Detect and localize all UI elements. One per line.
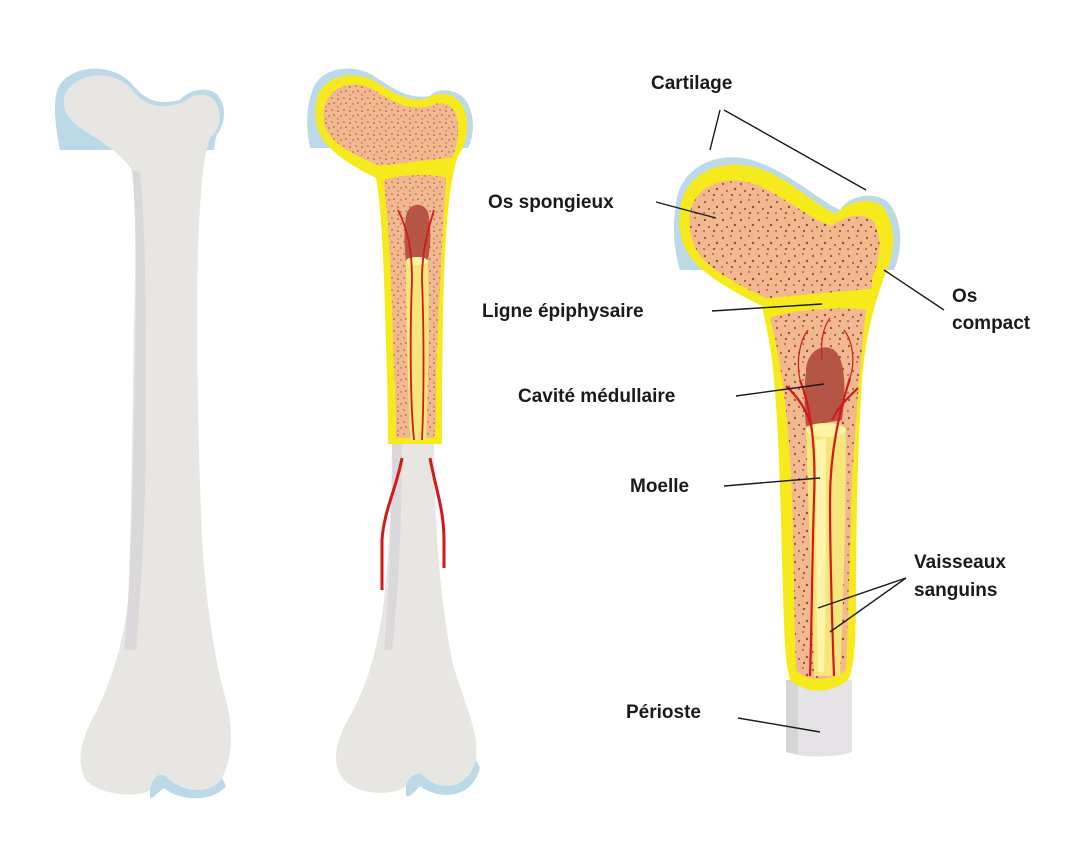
femur-section-small [307,69,480,797]
femur-detail-marrow-highlight [816,438,826,672]
label-medullary-cavity: Cavité médullaire [518,386,675,407]
label-blood-vessels-line2: sanguins [914,580,997,601]
leader-compact-bone [884,270,944,310]
label-spongy-bone: Os spongieux [488,192,614,213]
label-cartilage: Cartilage [651,73,732,94]
femur-section-detailed [674,157,900,756]
label-compact-bone-line1: Os [952,286,977,307]
label-periosteum: Périoste [626,702,701,723]
femur-small-marrow [406,260,429,440]
femur-small-lower-outline [336,440,477,793]
label-compact-bone-line2: compact [952,313,1031,334]
label-epiphyseal-line: Ligne épiphysaire [482,301,644,322]
leader-cartilage-left [710,110,720,150]
femur-small-cavity [405,205,431,262]
femur-detail-periosteum-shadow [786,680,798,754]
label-blood-vessels-line1: Vaisseaux [914,552,1006,573]
label-marrow: Moelle [630,476,689,497]
femur-small-marrow-top [406,257,428,265]
femur-whole-outline [64,76,231,795]
femur-whole [55,69,231,799]
